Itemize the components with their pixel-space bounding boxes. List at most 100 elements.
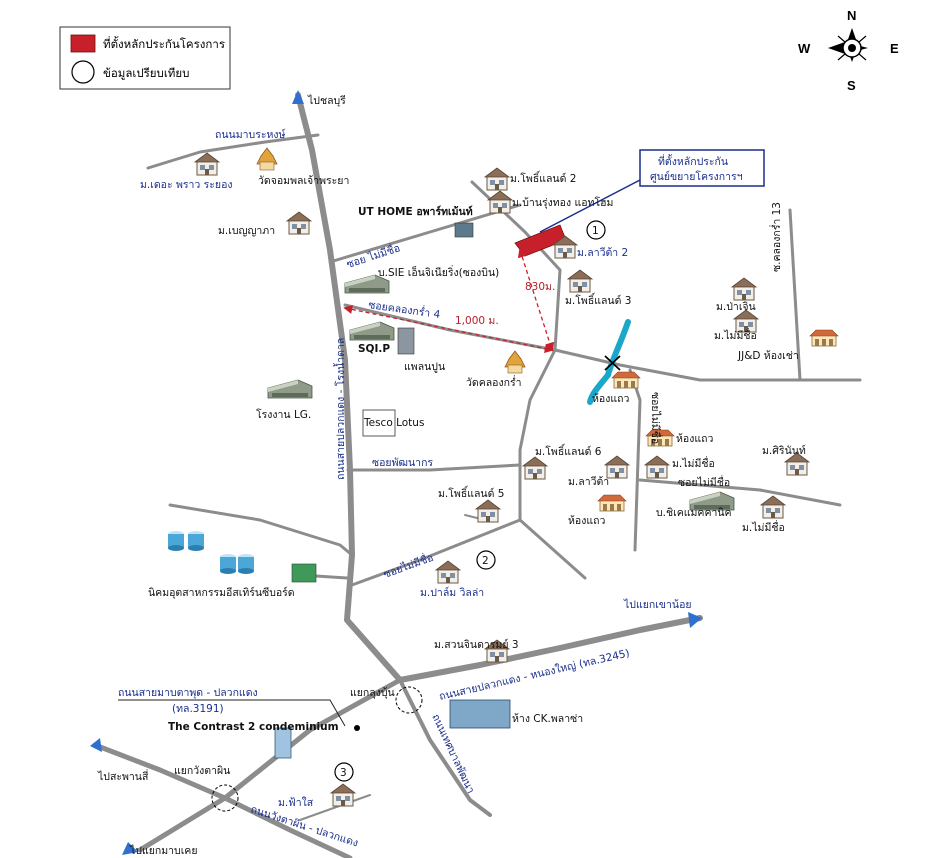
- road-label-wang-ta-phin: ถนนวังตาผิน - ปลวกแดง: [249, 803, 360, 849]
- place-the-royal: ม.เดอะ พราว ระยอง: [140, 179, 233, 191]
- road-label-soi-khlong-kra-4: ซอยคลองกร่ำ 4: [368, 297, 442, 321]
- house-icon: [522, 456, 548, 480]
- place-wat-khlong-kra: วัดคลองกร่ำ: [466, 375, 522, 389]
- shophouse-icon: [597, 494, 627, 512]
- place-prosland5: ม.โพธิ์แลนด์ 5: [438, 485, 504, 500]
- shophouse-icon: [809, 329, 839, 347]
- legend-project-swatch: [70, 34, 96, 53]
- compass-east: E: [890, 41, 899, 56]
- junction-circle-wang-ta-phin: [211, 784, 239, 812]
- place-chikhem: บ.ชิเคแมคคานิค: [656, 507, 732, 519]
- callout-line1: ที่ตั้งหลักประกัน: [658, 154, 728, 168]
- callout-line2: ศูนย์ขยายโครงการฯ: [650, 170, 743, 183]
- distance-830m-label: 830ม.: [525, 281, 555, 293]
- callout-line: [539, 179, 641, 233]
- road-network: [90, 90, 862, 858]
- comparable-marker-2: [476, 550, 496, 570]
- place-mai-mi-chue-2: ม.ไม่มีชื่อ: [672, 456, 715, 470]
- house-icon: [604, 455, 630, 479]
- place-suan-chindarom: ม.สวนจินดารมย์ 3: [434, 638, 519, 651]
- distance-1000m-line: [343, 304, 554, 354]
- place-contrast: The Contrast 2 condeminium: [168, 721, 339, 733]
- place-mai-mi-chue-3: ม.ไม่มีชื่อ: [742, 520, 785, 534]
- house-icon: [475, 499, 501, 523]
- place-baan-rung: ม.บ้านรุ่งทอง แอทโฮม: [512, 196, 613, 209]
- place-larita2: ม.ลาวีต้า 2: [577, 246, 628, 259]
- place-prosland3: ม.โพธิ์แลนด์ 3: [565, 292, 631, 307]
- temple-icon: [256, 147, 278, 171]
- place-sirinan: ม.ศิรินันท์: [762, 444, 806, 457]
- shophouse-icon: [611, 371, 641, 389]
- place-ut-home: UT HOME อพาร์ทเม้นท์: [358, 205, 473, 218]
- svg-text:2: 2: [482, 555, 489, 567]
- place-hong-thaew-2: ห้องแถว: [676, 433, 713, 445]
- arrow-saphan-si: [90, 738, 102, 752]
- legend-project-label: ที่ตั้งหลักประกันโครงการ: [103, 36, 225, 51]
- place-mapachen: ม.ป่าเจิน: [716, 301, 756, 313]
- callout-box: [639, 149, 765, 187]
- legend-comparable-circle: [71, 60, 95, 84]
- house-icon: [733, 309, 759, 333]
- legend: ที่ตั้งหลักประกันโครงการ ข้อมูลเปรียบเที…: [59, 26, 231, 90]
- tank-icon: [168, 531, 184, 551]
- place-palm-villa: ม.ปาล์ม วิลล่า: [420, 586, 484, 599]
- place-larita: ม.ลาวีต้า: [568, 475, 609, 488]
- arrow-khao-noi: [688, 612, 702, 628]
- house-icon: [194, 152, 220, 176]
- place-prosland6: ม.โพธิ์แลนด์ 6: [535, 443, 602, 458]
- comparable-marker-1: [586, 220, 606, 240]
- place-labels: ม.เดอะ พราว ระยอง วัดจอมพลเจ้าพระยา ม.เบ…: [140, 170, 806, 809]
- tank-icon: [220, 554, 236, 574]
- place-fa-sai: ม.ฟ้าใส: [278, 796, 314, 809]
- place-lg-factory: โรงงาน LG.: [256, 408, 311, 421]
- tank-icon: [238, 554, 254, 574]
- map-icons: [168, 147, 839, 807]
- contrast-dot: [354, 725, 360, 731]
- house-icon: [731, 277, 757, 301]
- building-icon: [454, 222, 474, 238]
- house-icon: [286, 211, 312, 235]
- junction-circle-lung-bun: [395, 686, 423, 714]
- road-label-map-ta-phut-bypass: ถนนมาบระหงษ์: [215, 128, 286, 141]
- road-label-map-ta-phut-pluak-daeng: ถนนสายมาบตาพุด - ปลวกแดง: [118, 687, 258, 699]
- road-label-soi-no-name-east: ซอยไม่มีชื่อ: [649, 392, 663, 444]
- comparable-markers: 1 2 3: [211, 220, 606, 812]
- place-jjd: JJ&D ห้องเช่า: [737, 350, 799, 362]
- road-label-route-3191: (ทล.3191): [172, 703, 224, 715]
- road-label-soi-no-name-2: ซอยไม่มีชื่อ: [381, 550, 435, 581]
- place-prosland2: ม.โพธิ์แลนด์ 2: [510, 170, 576, 185]
- bridge-icon: [604, 355, 621, 371]
- compass-west: W: [798, 41, 811, 56]
- place-yaek-lung-bun: แยกลุงบุ้น: [350, 687, 395, 699]
- building-icon: [291, 563, 317, 583]
- compass-north: N: [847, 8, 856, 23]
- place-hong-thaew-3: ห้องแถว: [568, 515, 605, 527]
- house-icon: [435, 560, 461, 584]
- legend-comparable-label: ข้อมูลเปรียบเทียบ: [103, 66, 189, 80]
- place-estate: นิคมอุตสาหกรรมอีสเทิร์นซีบอร์ด: [148, 586, 295, 599]
- house-icon: [484, 167, 510, 191]
- tank-icon: [188, 531, 204, 551]
- place-hong-thaew-1: ห้องแถว: [592, 393, 629, 405]
- place-yaek-wang-ta-phin: แยกวังตาผิน: [174, 765, 230, 777]
- comparable-marker-3: [334, 762, 354, 782]
- condo-icon: [274, 727, 292, 759]
- canal: [587, 319, 631, 405]
- direction-saphan-si: ไปสะพานสี่: [97, 769, 149, 783]
- temple-icon: [504, 350, 526, 374]
- house-icon: [760, 495, 786, 519]
- road-label-main-vertical: ถนนสายปลวกแดง - โรงน้ำตาล: [333, 338, 347, 480]
- compass: N S E W: [798, 8, 899, 93]
- north-arrow-chonburi: [292, 90, 304, 104]
- building-icon: [397, 327, 415, 355]
- ck-plaza-icon: [449, 699, 511, 729]
- place-benyapa: ม.เบญญาภา: [218, 225, 275, 237]
- house-icon: [644, 455, 670, 479]
- road-label-soi-no-name-3: ซอยไม่มีชื่อ: [678, 475, 730, 489]
- direction-khao-noi: ไปแยกเขาน้อย: [623, 598, 692, 611]
- distance-830m-line: [517, 248, 555, 352]
- place-wat-chom: วัดจอมพลเจ้าพระยา: [258, 175, 349, 187]
- place-sie: บ.SIE เอ็นจิเนียริ่ง(ซองบิน): [378, 265, 499, 279]
- house-icon: [567, 269, 593, 293]
